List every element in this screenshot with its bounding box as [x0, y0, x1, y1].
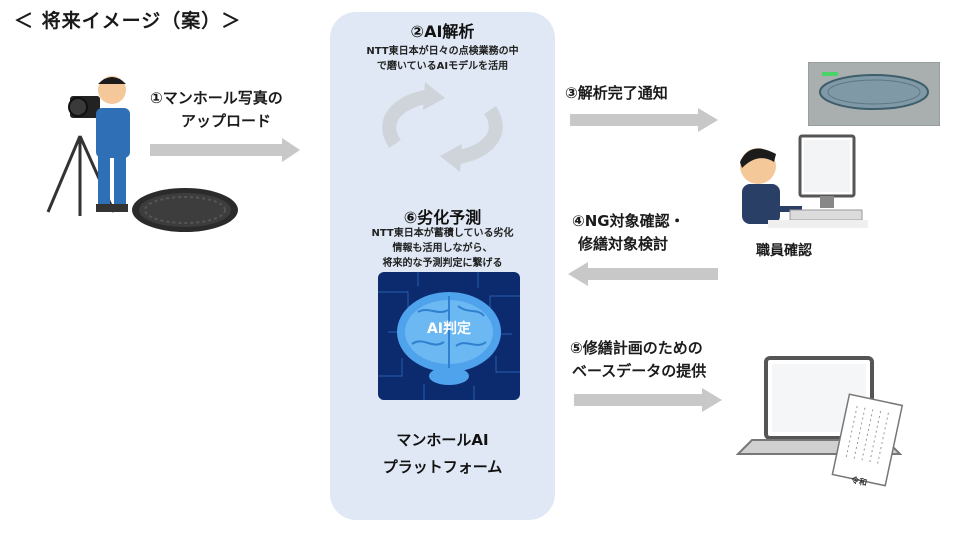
step3-label: ③解析完了通知: [565, 84, 668, 102]
platform-name-line2: プラットフォーム: [382, 458, 503, 476]
step5-label-line2: ベースデータの提供: [572, 362, 707, 380]
ai-judgement-box: AI判定: [378, 272, 520, 400]
step4-arrow: [568, 262, 718, 286]
step5-arrow: [574, 388, 722, 412]
step6-desc-line1: NTT東日本が蓄積している劣化: [371, 228, 514, 239]
step1-arrow: [150, 138, 300, 162]
photographer-icon: [46, 76, 130, 216]
step6-desc-line3: 将来的な予測判定に繋げる: [382, 258, 503, 269]
page-title: ＜ 将来イメージ（案）＞: [14, 10, 242, 32]
step4-label-line2: 修繕対象検討: [578, 235, 669, 253]
step3-arrow: [570, 108, 718, 132]
step4-label-line1: ④NG対象確認・: [572, 212, 685, 230]
ai-judgement-label: AI判定: [426, 321, 472, 337]
step6-desc-line2: 情報も活用しながら、: [392, 243, 493, 254]
staff-check-label: 職員確認: [756, 243, 812, 259]
staff-at-computer-icon: [740, 134, 868, 228]
brain-circuit-icon: [378, 272, 520, 400]
manhole-photo-thumbnail: [808, 62, 940, 126]
step1-label-line2: アップロード: [181, 112, 272, 130]
laptop-with-document-icon: [735, 356, 904, 487]
step2-title: ②AI解析: [410, 22, 475, 41]
step6-title: ⑥劣化予測: [403, 208, 482, 227]
step1-label-line1: ①マンホール写真の: [150, 89, 283, 107]
step2-desc-line1: NTT東日本が日々の点検業務の中: [366, 46, 519, 57]
step5-label-line1: ⑤修繕計画のための: [570, 339, 703, 357]
platform-name-line1: マンホールAI: [396, 431, 489, 449]
cycle-arrows-icon: [382, 82, 503, 172]
step2-desc-line2: で磨いているAIモデルを活用: [376, 61, 509, 72]
manhole-cover-icon: [132, 188, 238, 232]
